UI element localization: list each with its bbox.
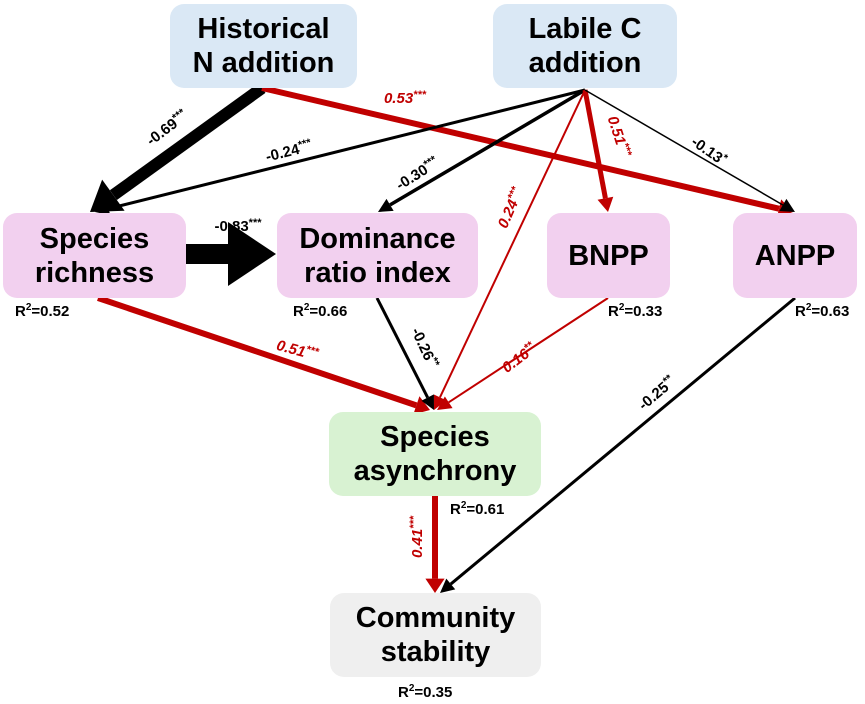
significance-stars: * [719,152,730,165]
node-bnpp: BNPP [547,213,670,298]
arrow-shaft [584,89,784,206]
node-label: ANPP [754,239,836,272]
significance-stars: *** [618,141,634,158]
arrow-shaft [261,85,780,212]
path-labile_c-to-dominance: -0.30*** [378,88,586,212]
coefficient-value: 0.51 [275,337,308,361]
significance-stars: *** [408,515,420,529]
arrow-head-icon [779,198,795,212]
arrow-head-icon [597,196,614,212]
coefficient-value: 0.24 [495,197,523,231]
node-species-richness: Species richness [3,213,186,298]
path-asynchrony-to-stability: 0.41*** [408,496,445,593]
significance-stars: *** [297,137,313,152]
node-label: Historical N addition [192,13,335,79]
arrow-shaft [582,89,608,199]
arrow-shaft [375,297,429,399]
path-bnpp-to-asynchrony: 0.16** [437,297,609,410]
arrow-shaft [109,83,266,201]
path-coefficient-label: -0.24*** [264,137,315,166]
node-label: Labile C addition [528,13,642,79]
arrow-shaft [448,297,609,404]
arrow-head-icon [95,201,111,216]
r2-species-richness: R2=0.52 [15,302,70,320]
arrow-shaft [449,296,796,586]
significance-stars: *** [304,344,320,359]
node-dominance-ratio-index: Dominance ratio index [277,213,478,298]
arrow-head-icon [90,179,125,212]
path-coefficient-label: -0.83*** [214,217,262,235]
path-coefficient-label: 0.16** [498,339,540,377]
r2-species-asynchrony: R2=0.61 [450,500,505,518]
r2-bnpp: R2=0.33 [608,302,663,320]
node-species-asynchrony: Species asynchrony [329,412,541,496]
path-coefficient-label: 0.53*** [384,89,427,107]
arrow-head-icon [440,578,456,593]
arrow-head-icon [433,394,447,410]
node-community-stability: Community stability [330,593,541,677]
significance-stars: *** [506,184,522,201]
node-label: Species asynchrony [353,421,517,487]
node-label: Dominance ratio index [299,222,456,289]
arrow-head-icon [425,578,445,593]
path-hist_n-to-richness: -0.69*** [90,83,266,212]
path-richness-to-asynchrony: 0.51*** [97,295,430,415]
node-anpp: ANPP [733,213,857,298]
coefficient-value: 0.41 [409,529,426,558]
path-coefficient-label: 0.51*** [275,336,321,364]
arrow-head-icon [413,396,430,415]
node-label: Species richness [34,222,155,289]
arrow-shaft [97,295,418,409]
path-coefficient-label: -0.25** [635,372,680,414]
r2-anpp: R2=0.63 [795,302,850,320]
arrow-shaft [108,88,586,211]
coefficient-value: -0.83 [214,218,248,235]
path-labile_c-to-asynchrony: 0.24*** [433,89,586,410]
path-labile_c-to-anpp: -0.13* [584,89,795,212]
node-historical-n-addition: Historical N addition [170,4,357,88]
path-labile_c-to-bnpp: 0.51*** [582,89,634,212]
path-coefficient-label: 0.41*** [408,515,426,558]
arrow-head-icon [378,198,394,212]
arrow-head-icon [421,394,434,410]
significance-stars: *** [413,89,427,101]
arrow-shaft [389,88,586,207]
node-labile-c-addition: Labile C addition [493,4,677,88]
coefficient-value: 0.53 [384,90,414,107]
node-label: BNPP [568,239,649,272]
arrow-head-icon [228,222,276,286]
r2-dominance-ratio-index: R2=0.66 [293,302,348,320]
path-coefficient-label: -0.13* [688,132,730,169]
arrow-shaft [439,89,586,398]
arrow-head-icon [437,396,453,410]
path-richness-to-dominance: -0.83*** [186,217,276,286]
significance-stars: *** [249,217,263,229]
node-label: Community stability [355,602,516,668]
r2-community-stability: R2=0.35 [398,683,453,701]
path-coefficient-label: 0.51*** [604,114,634,160]
